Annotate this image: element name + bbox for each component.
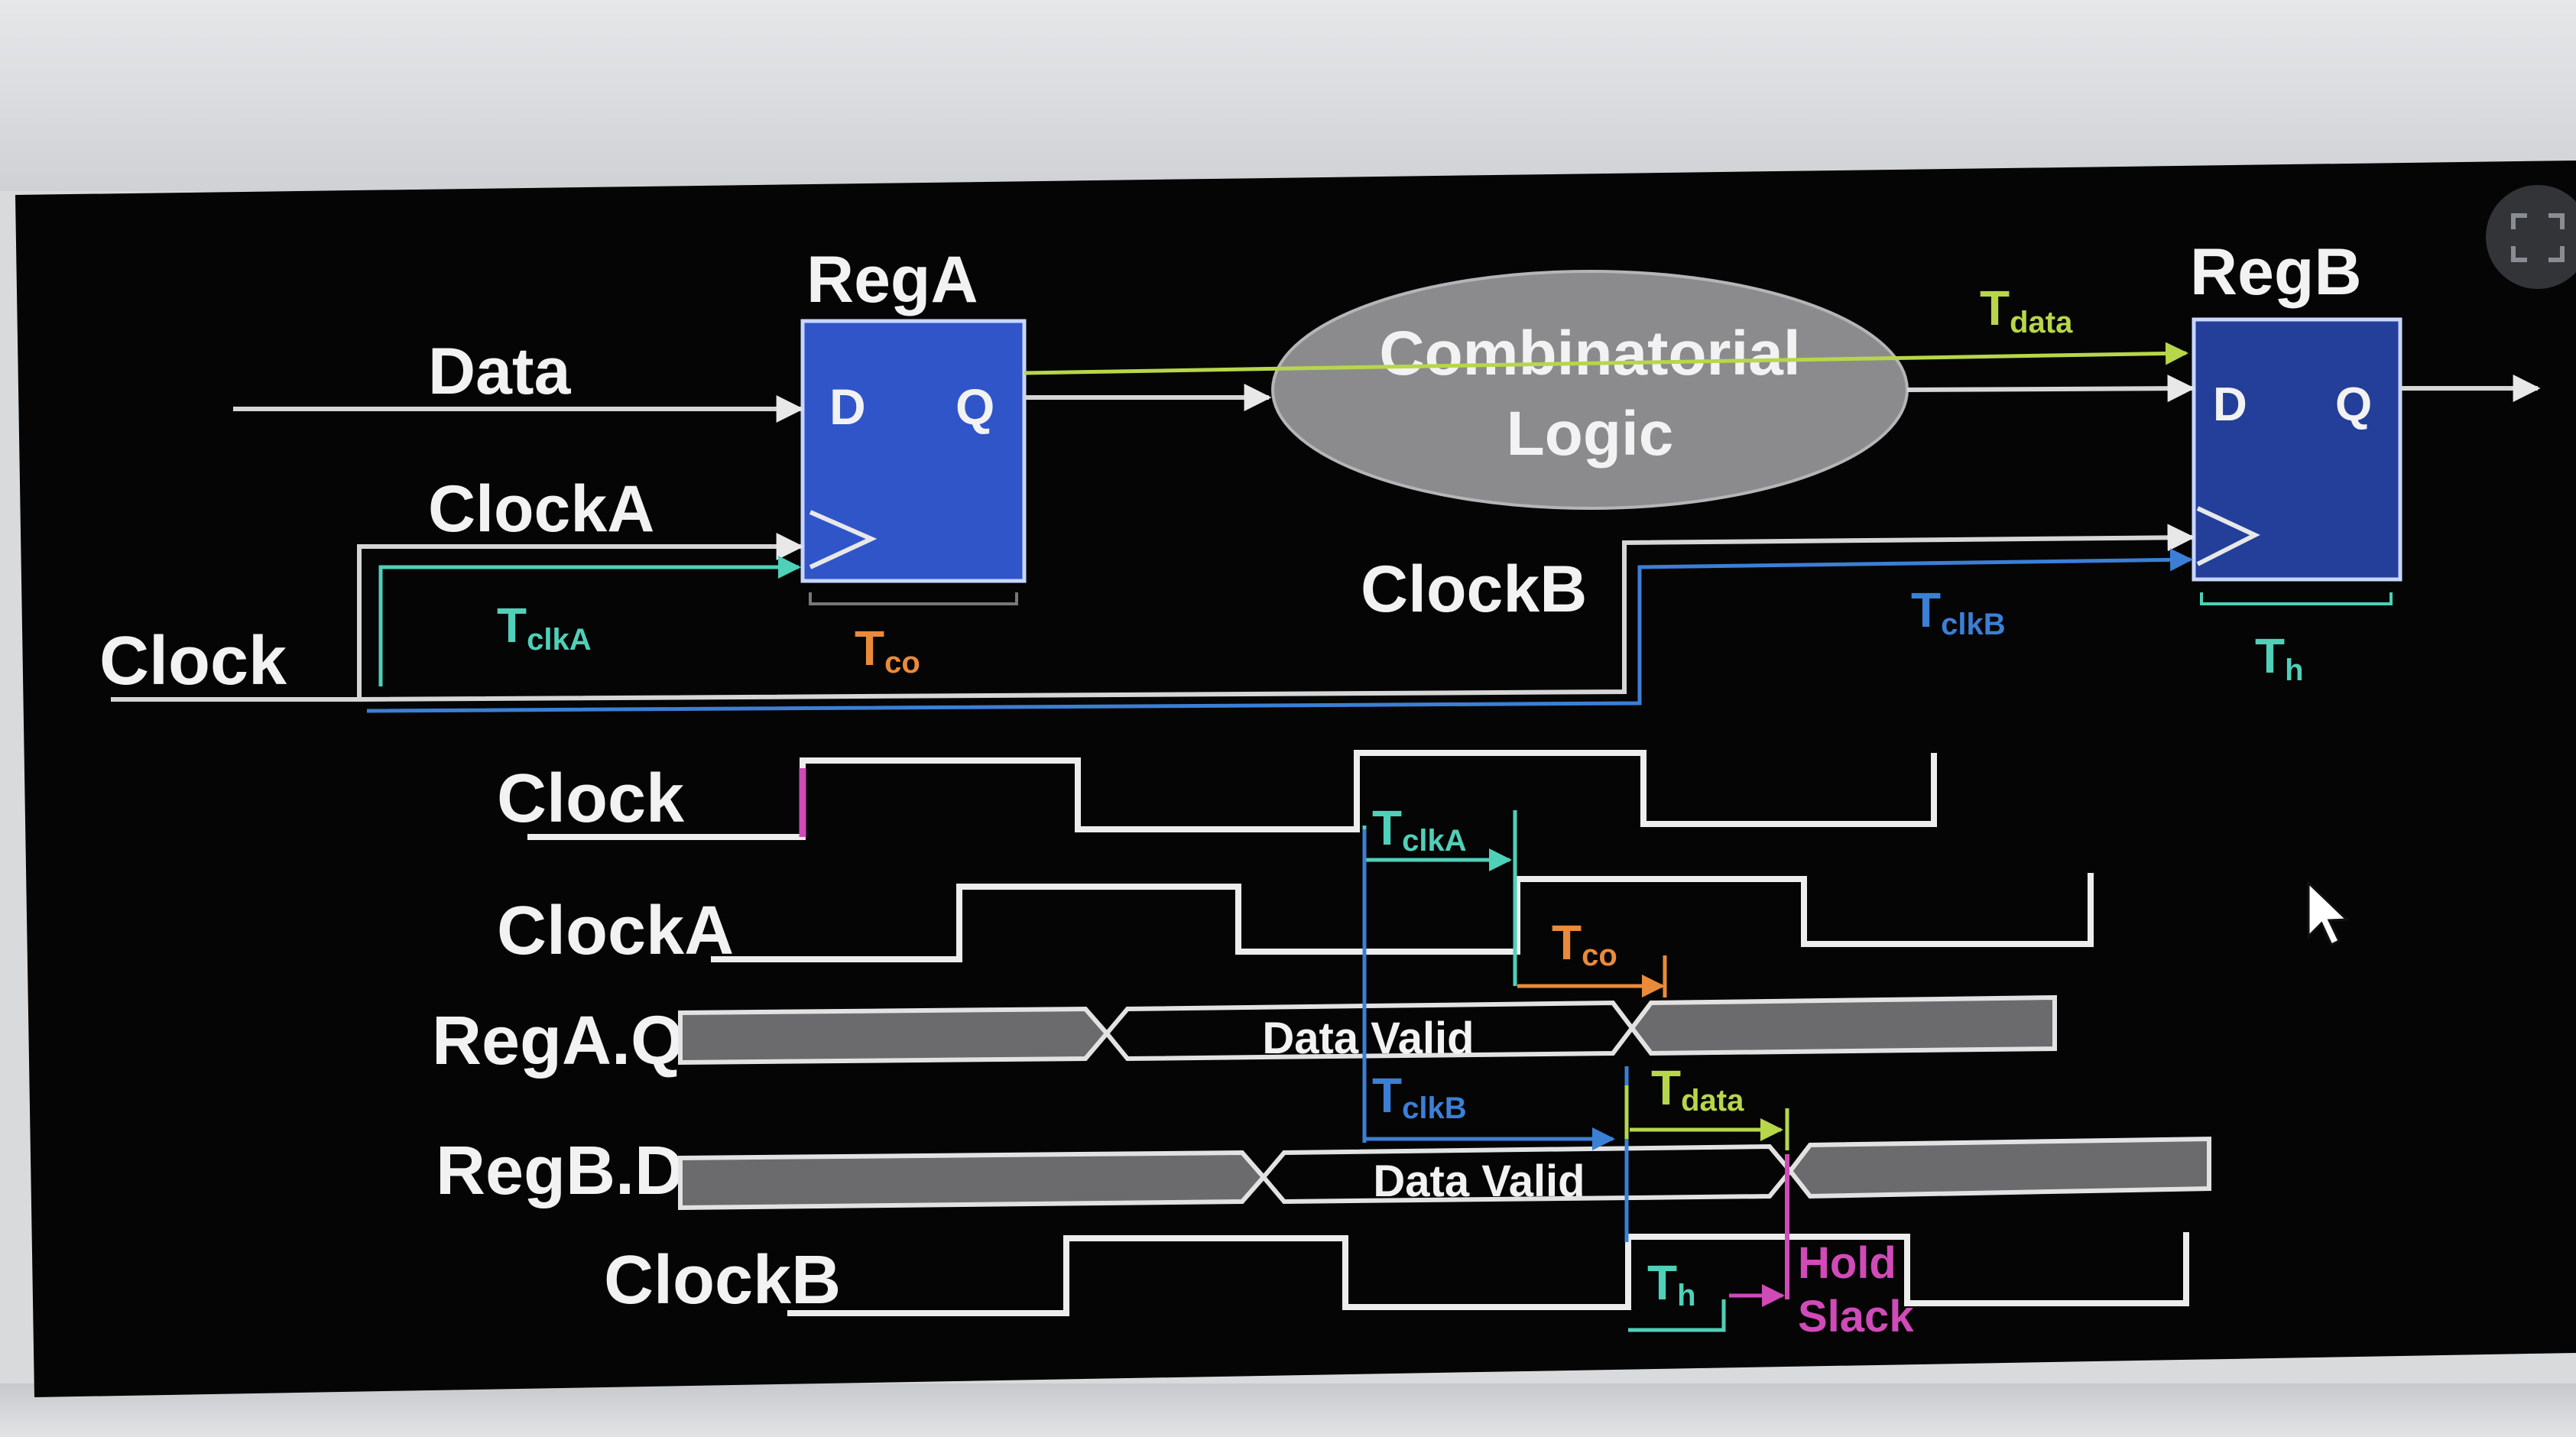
timing-row-clock-label: Clock: [497, 761, 685, 837]
mouse-cursor-icon: [2307, 880, 2350, 947]
combinatorial-logic-label-line1: Combinatorial: [1379, 319, 1800, 388]
register-a-clock-triangle: [809, 510, 878, 569]
logic-to-regb-wire: [1906, 375, 2195, 403]
t-co-bracket: [809, 592, 1018, 605]
timing-t-data-label: Tdata: [1651, 1060, 1744, 1117]
clock-signal-label: Clock: [99, 623, 287, 699]
clock-b-signal-label: ClockB: [1361, 553, 1587, 626]
combinatorial-logic-ellipse: [1271, 270, 1909, 510]
t-clk-a-annotation: TclkA: [497, 598, 592, 657]
t-clk-a-path: [378, 556, 801, 686]
rega-q-invalid-bus-left: [678, 1006, 1110, 1066]
data-signal-label: Data: [428, 335, 572, 408]
register-a-box: [800, 319, 1027, 583]
t-h-bracket: [2200, 592, 2393, 605]
regb-d-invalid-bus-left: [678, 1150, 1267, 1211]
t-clk-b-annotation: TclkB: [1911, 582, 2006, 641]
t-clk-b-path: [366, 548, 2193, 713]
t-h-annotation: Th: [2255, 628, 2304, 687]
clock-a-signal-label: ClockA: [428, 472, 654, 546]
background-wall-top: [0, 0, 2576, 191]
timing-t-h-label: Th: [1647, 1255, 1696, 1312]
slide-panel: [15, 161, 2576, 1397]
hold-slack-label-line2: Slack: [1798, 1292, 1914, 1341]
rega-q-invalid-bus-right: [1629, 994, 2057, 1056]
timing-row-regb-d-label: RegB.D: [436, 1133, 684, 1209]
t-h-timing-bracket: [1628, 1299, 1726, 1332]
t-co-annotation: Tco: [855, 621, 920, 680]
background-wall-bottom: [0, 1383, 2576, 1437]
clock-to-clocka-wire: [111, 533, 804, 702]
register-a-d-pin: D: [829, 378, 866, 435]
combinatorial-logic-label-line2: Logic: [1507, 399, 1674, 469]
register-a-q-pin: Q: [955, 378, 994, 435]
rega-q-data-valid-label: Data Valid: [1262, 1014, 1474, 1063]
register-a-title: RegA: [806, 243, 978, 316]
register-b-d-pin: D: [2213, 378, 2247, 431]
register-b-title: RegB: [2190, 235, 2362, 309]
timing-t-co-label: Tco: [1552, 915, 1617, 972]
clock-b-waveform: [787, 1232, 2189, 1316]
register-b-q-pin: Q: [2335, 378, 2372, 431]
timing-row-clock-b-label: ClockB: [604, 1242, 841, 1319]
t-data-annotation: Tdata: [1980, 281, 2073, 339]
register-b-clock-triangle: [2196, 506, 2260, 566]
clock-to-clockb-wire: [358, 524, 2195, 702]
timing-t-clk-a-label: TclkA: [1372, 800, 1467, 858]
timing-t-clk-b-label: TclkB: [1372, 1068, 1467, 1125]
t-data-path: [1024, 342, 2188, 375]
regb-d-invalid-bus-right: [1787, 1136, 2211, 1199]
regb-d-data-valid-label: Data Valid: [1373, 1156, 1585, 1206]
hold-slack-label-line1: Hold: [1798, 1238, 1896, 1288]
clock-a-waveform: [711, 873, 2094, 962]
timing-row-rega-q-label: RegA.Q: [432, 1003, 684, 1079]
fullscreen-icon[interactable]: [2486, 185, 2576, 289]
timing-row-clock-a-label: ClockA: [497, 893, 734, 969]
register-b-box: [2192, 317, 2402, 582]
